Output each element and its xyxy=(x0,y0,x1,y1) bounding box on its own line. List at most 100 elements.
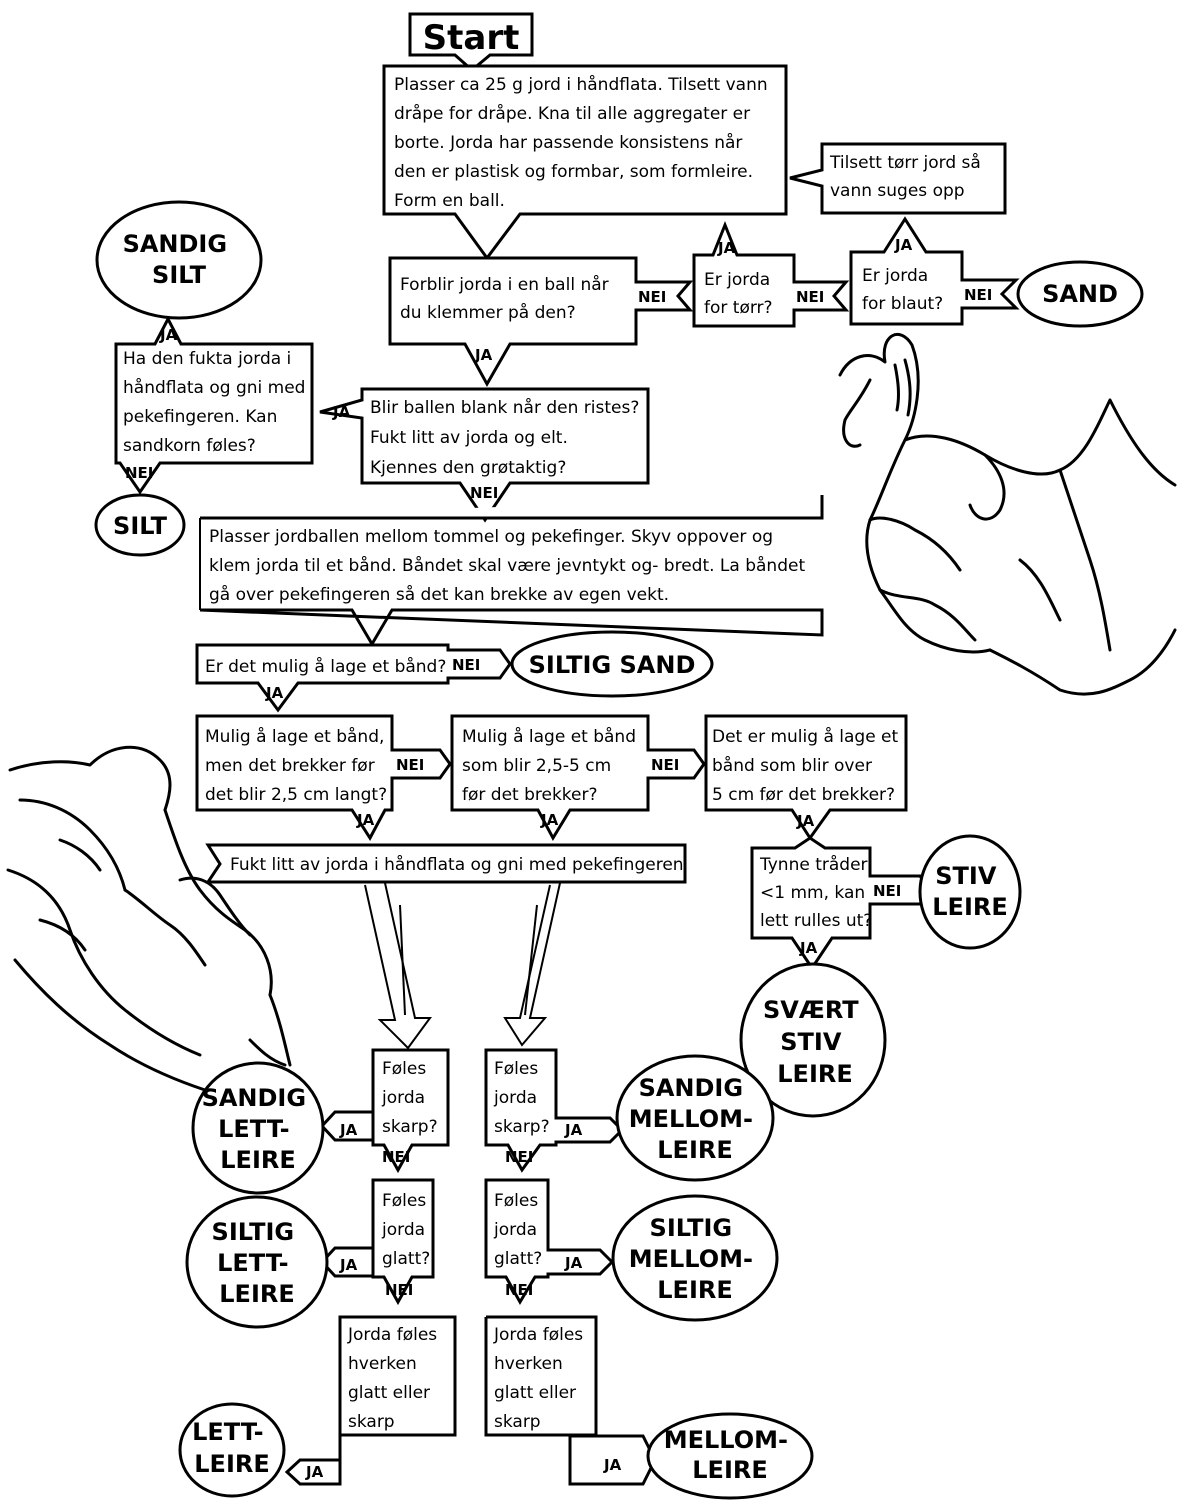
result-sandig-silt: SANDIG SILT xyxy=(95,200,263,320)
right-smooth-text: Føles jorda glatt? xyxy=(493,1191,544,1269)
wet-ja-label: JA xyxy=(894,236,913,254)
ball-question-text: Forblir jorda i en ball når du klemmer p… xyxy=(400,274,614,323)
shiny-question-box: Blir ballen blank når den ristes? Fukt l… xyxy=(319,387,650,523)
ball-question-box: Forblir jorda i en ball når du klemmer p… xyxy=(388,256,694,388)
dry-question-box: Er jorda for tørr? JA NEI xyxy=(692,220,850,328)
left-smooth-box: Føles jorda glatt? JA NEI xyxy=(319,1178,435,1306)
right-smooth-box: Føles jorda glatt? JA NEI xyxy=(484,1178,615,1305)
ribbon-short-box: Mulig å lage et bånd, men det brekker fø… xyxy=(195,714,452,841)
shiny-nei-label: NEI xyxy=(470,484,498,502)
sandgrain-nei-label: NEI xyxy=(125,464,153,482)
sand-label: SAND xyxy=(1042,280,1118,308)
result-stiv-leire: STIV LEIRE xyxy=(918,834,1022,950)
dry-nei-label: NEI xyxy=(796,288,824,306)
ribbon-instruction-text: Plasser jordballen mellom tommel og peke… xyxy=(209,527,811,605)
right-sharp-ja-label: JA xyxy=(564,1121,583,1139)
ribbon-possible-text: Er det mulig å lage et bånd? xyxy=(205,656,446,677)
silt-label: SILT xyxy=(113,512,168,540)
ribbon-short-text: Mulig å lage et bånd, men det brekker fø… xyxy=(205,726,390,805)
result-svaert-stiv-leire: SVÆRT STIV LEIRE xyxy=(739,962,887,1118)
shiny-ja-label: JA xyxy=(332,403,351,421)
ribbon-short-nei-label: NEI xyxy=(396,756,424,774)
right-sharp-text: Føles jorda skarp? xyxy=(493,1059,550,1137)
result-mellomleire: MELLOM- LEIRE xyxy=(646,1412,814,1500)
result-sandig-lettleire: SANDIG LETT- LEIRE xyxy=(191,1061,325,1195)
right-smooth-nei-label: NEI xyxy=(505,1281,533,1299)
sandig-silt-label: SANDIG SILT xyxy=(123,230,236,289)
ribbon-short-ja-label: JA xyxy=(356,811,375,829)
dry-ja-label: JA xyxy=(717,239,736,257)
ribbon-long-box: Det er mulig å lage et bånd som blir ove… xyxy=(704,714,908,841)
sandgrain-question-box: Ha den fukta jorda i håndflata og gni me… xyxy=(114,315,314,495)
intro-box: Plasser ca 25 g jord i håndflata. Tilset… xyxy=(382,64,788,261)
result-siltig-lettleire: SILTIG LETT- LEIRE xyxy=(185,1195,329,1329)
connectors xyxy=(364,882,561,1050)
hand-illustration-right xyxy=(838,333,1177,696)
start-node: Start xyxy=(408,12,534,72)
sandgrain-ja-label: JA xyxy=(159,326,178,344)
right-neither-box: Jorda føles hverken glatt eller skarp JA xyxy=(484,1315,657,1486)
left-sharp-ja-label: JA xyxy=(339,1121,358,1139)
ribbon-instruction-box: Plasser jordballen mellom tommel og peke… xyxy=(199,495,824,647)
wet-question-box: Er jorda for blaut? JA NEI xyxy=(849,216,1020,326)
sandig-lettleire-label: SANDIG LETT- LEIRE xyxy=(202,1084,315,1174)
svaert-stiv-leire-label: SVÆRT STIV LEIRE xyxy=(763,996,867,1088)
arrow-to-left-column xyxy=(364,882,432,1050)
arrow-to-right-column xyxy=(503,882,561,1047)
add-dry-soil-box: Tilsett tørr jord så vann suges opp xyxy=(789,142,1007,215)
rub-text: Fukt litt av jorda i håndflata og gni me… xyxy=(230,854,684,875)
left-sharp-nei-label: NEI xyxy=(382,1148,410,1166)
result-sandig-mellomleire: SANDIG MELLOM- LEIRE xyxy=(615,1054,775,1182)
mellomleire-label: MELLOM- LEIRE xyxy=(664,1426,797,1484)
left-neither-text: Jorda føles hverken glatt eller skarp xyxy=(347,1325,443,1432)
ribbon-ja-label: JA xyxy=(265,684,284,702)
ribbon-long-text: Det er mulig å lage et bånd som blir ove… xyxy=(712,726,904,805)
shiny-question-text: Blir ballen blank når den ristes? Fukt l… xyxy=(370,397,645,478)
right-sharp-box: Føles jorda skarp? JA NEI xyxy=(484,1048,625,1173)
ribbon-medium-ja-label: JA xyxy=(540,811,559,829)
left-smooth-nei-label: NEI xyxy=(385,1281,413,1299)
result-siltig-mellomleire: SILTIG MELLOM- LEIRE xyxy=(611,1194,779,1322)
left-neither-ja-label: JA xyxy=(305,1463,324,1481)
thread-question-box: Tynne tråder, <1 mm, kan lett rulles ut?… xyxy=(750,836,932,971)
wet-nei-label: NEI xyxy=(964,286,992,304)
rub-box: Fukt litt av jorda i håndflata og gni me… xyxy=(205,843,687,884)
lettleire-label: LETT- LEIRE xyxy=(192,1418,272,1478)
result-siltig-sand: SILTIG SAND xyxy=(510,630,714,698)
left-neither-box: Jorda føles hverken glatt eller skarp JA xyxy=(284,1315,457,1486)
hand-illustration-left xyxy=(6,745,292,1092)
left-sharp-text: Føles jorda skarp? xyxy=(381,1059,438,1137)
start-label: Start xyxy=(423,18,520,58)
thread-question-text: Tynne tråder, <1 mm, kan lett rulles ut? xyxy=(759,854,878,931)
add-dry-soil-text: Tilsett tørr jord så vann suges opp xyxy=(829,152,986,201)
left-smooth-text: Føles jorda glatt? xyxy=(381,1191,432,1269)
intro-text: Plasser ca 25 g jord i håndflata. Tilset… xyxy=(394,74,773,211)
ball-ja-label: JA xyxy=(474,346,493,364)
result-lettleire: LETT- LEIRE xyxy=(178,1402,286,1498)
sandgrain-question-text: Ha den fukta jorda i håndflata og gni me… xyxy=(123,349,311,456)
left-sharp-box: Føles jorda skarp? JA NEI xyxy=(319,1048,450,1174)
result-silt: SILT xyxy=(94,493,186,557)
right-neither-ja-label: JA xyxy=(603,1456,622,1474)
sandig-mellomleire-label: SANDIG MELLOM- LEIRE xyxy=(629,1074,762,1164)
right-neither-text: Jorda føles hverken glatt eller skarp xyxy=(493,1325,589,1432)
siltig-mellomleire-label: SILTIG MELLOM- LEIRE xyxy=(629,1214,762,1304)
dry-question-text: Er jorda for tørr? xyxy=(704,270,776,318)
stiv-leire-label: STIV LEIRE xyxy=(932,862,1008,921)
thread-nei-label: NEI xyxy=(873,882,901,900)
ribbon-medium-text: Mulig å lage et bånd som blir 2,5-5 cm f… xyxy=(462,726,641,805)
ribbon-possible-box: Er det mulig å lage et bånd? NEI JA xyxy=(195,643,512,713)
ribbon-medium-box: Mulig å lage et bånd som blir 2,5-5 cm f… xyxy=(450,714,706,842)
ribbon-long-ja-label: JA xyxy=(796,812,815,830)
right-sharp-nei-label: NEI xyxy=(505,1148,533,1166)
siltig-lettleire-label: SILTIG LETT- LEIRE xyxy=(212,1218,303,1308)
result-sand: SAND xyxy=(1016,260,1144,328)
ribbon-medium-nei-label: NEI xyxy=(651,756,679,774)
left-smooth-ja-label: JA xyxy=(339,1256,358,1274)
siltig-sand-label: SILTIG SAND xyxy=(529,651,696,679)
ball-nei-label: NEI xyxy=(638,288,666,306)
ribbon-nei-label: NEI xyxy=(452,656,480,674)
thread-ja-label: JA xyxy=(799,939,818,957)
